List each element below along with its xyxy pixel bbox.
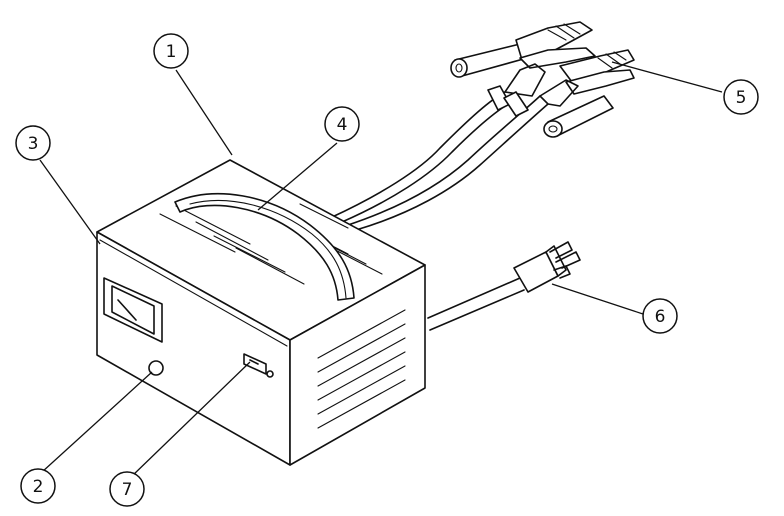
callout-5: 5: [723, 79, 759, 115]
ac-plug: [513, 241, 581, 293]
callout-2: 2: [20, 468, 56, 504]
callout-label: 7: [122, 480, 133, 500]
leader-7: [130, 361, 251, 478]
callout-7: 7: [109, 471, 145, 507]
ac-power-cord: [427, 277, 525, 331]
callout-label: 1: [166, 42, 177, 62]
cable-sleeves: [487, 85, 529, 117]
leader-2: [41, 371, 153, 473]
callout-label: 2: [33, 477, 44, 497]
battery-clamp-lower: [539, 49, 635, 138]
leader-6: [551, 283, 647, 316]
leader-5: [611, 61, 723, 93]
leader-3: [39, 159, 101, 245]
callout-label: 6: [655, 307, 666, 327]
callout-label: 5: [736, 88, 747, 108]
clamp-cables: [329, 91, 549, 231]
callout-1: 1: [153, 33, 189, 69]
battery-clamp-upper: [450, 21, 596, 97]
callout-3: 3: [15, 125, 51, 161]
callout-4: 4: [324, 106, 360, 142]
ammeter: [103, 277, 163, 343]
callout-label: 4: [337, 115, 348, 135]
carrying-handle: [174, 192, 355, 301]
charge-rate-switch: [243, 353, 274, 378]
charger-housing: [96, 159, 426, 466]
leader-lines: [39, 61, 723, 478]
callout-6: 6: [642, 298, 678, 334]
leader-4: [257, 142, 338, 211]
callout-label: 3: [28, 134, 39, 154]
circuit-breaker: [148, 360, 164, 376]
leader-1: [175, 69, 233, 156]
